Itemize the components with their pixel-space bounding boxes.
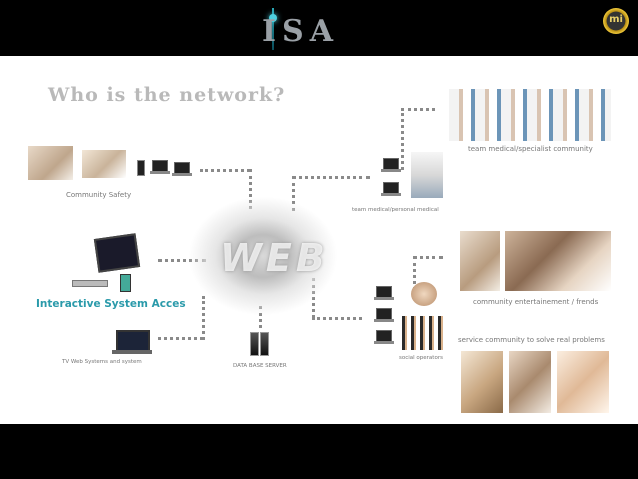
- photo-social-operators: [398, 316, 444, 350]
- web-cloud-label: WEB: [220, 236, 329, 280]
- photo-entertainment-2: [505, 231, 611, 291]
- label-tv-web: TV Web Systems and system: [62, 359, 142, 365]
- connector-entertainment: [413, 256, 443, 259]
- photo-operator: [411, 282, 437, 306]
- footer-bar: [0, 424, 638, 479]
- photo-entertainment-1: [460, 231, 500, 291]
- label-database-server: DATA BASE SERVER: [233, 363, 287, 369]
- connector-team-medical: [292, 176, 295, 211]
- logo-line-icon: [272, 8, 274, 50]
- isa-logo: ISA: [262, 8, 362, 50]
- computer-tower-icon: [137, 160, 145, 176]
- photo-community-safety-1: [28, 146, 73, 180]
- label-service-community: service community to solve real problems: [458, 336, 605, 344]
- slide-canvas: Who is the network? WEB Community Safety…: [0, 56, 638, 424]
- connector-community-safety: [200, 169, 250, 172]
- slide-title: Who is the network?: [48, 84, 286, 106]
- connector-community-safety-drop: [249, 169, 252, 209]
- phone-icon: [120, 274, 131, 292]
- label-community-safety: Community Safety: [66, 191, 132, 199]
- photo-tablet: [93, 233, 141, 273]
- connector-bottom-right-h: [312, 317, 362, 320]
- photo-service-3: [557, 351, 609, 413]
- label-team-medical-personal: team medical/personal medical: [352, 207, 439, 213]
- connector-specialist: [401, 108, 435, 111]
- connector-tv-web: [158, 337, 203, 340]
- label-community-entertainment: community entertainement / frends: [473, 298, 599, 306]
- logo-text: ISA: [262, 14, 339, 49]
- photo-doctor: [411, 152, 443, 198]
- photo-service-1: [461, 351, 503, 413]
- connector-top-right-rise: [401, 108, 404, 170]
- connector-tv-web-rise: [202, 296, 205, 340]
- mi-badge-icon: mi: [603, 8, 629, 34]
- badge-text: mi: [609, 14, 623, 25]
- router-icon: [72, 280, 108, 287]
- label-interactive-system: Interactive System Acces: [36, 298, 186, 310]
- photo-service-2: [509, 351, 551, 413]
- server-icon: [250, 332, 259, 356]
- label-team-medical-specialist: team medical/specialist community: [468, 145, 593, 153]
- connector-database: [259, 306, 262, 328]
- web-cloud-icon: [188, 196, 338, 316]
- photo-community-safety-2: [82, 150, 126, 178]
- connector-interactive: [158, 259, 206, 262]
- photo-medical-team: [449, 89, 611, 141]
- tv-stand-icon: [112, 350, 152, 354]
- label-social-operators: social operators: [399, 355, 443, 361]
- logo-dot-icon: [269, 14, 277, 22]
- header-bar: ISA mi: [0, 0, 638, 56]
- server-icon: [260, 332, 269, 356]
- photo-tv: [116, 330, 150, 352]
- connector-right-branch: [413, 256, 416, 296]
- connector-team-medical-top: [292, 176, 370, 179]
